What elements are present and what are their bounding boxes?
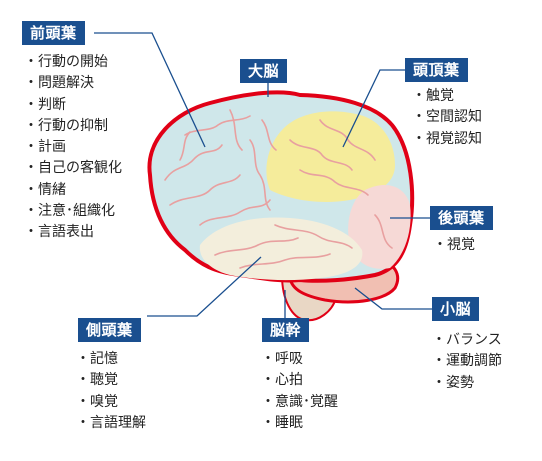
cerebellum-label: 小脳 — [432, 297, 480, 321]
cerebellum-list: バランス 運動調節 姿勢 — [432, 330, 502, 394]
list-item: 行動の開始 — [24, 52, 122, 73]
temporal-region — [199, 217, 363, 281]
occipital-region — [348, 185, 411, 269]
cerebrum-label: 大脳 — [240, 59, 288, 83]
list-item: 呼吸 — [261, 349, 338, 370]
list-item: 情緒 — [24, 180, 122, 201]
list-item: 嗅覚 — [76, 392, 146, 413]
brainstem-label: 脳幹 — [262, 318, 310, 342]
temporal-lobe-label: 側頭葉 — [78, 318, 141, 342]
list-item: 聴覚 — [76, 370, 146, 391]
list-item: 触覚 — [412, 86, 482, 107]
leader-lines — [94, 32, 432, 318]
parietal-lobe-label: 頭頂葉 — [405, 58, 468, 82]
parietal-region — [266, 111, 395, 202]
list-item: 視覚 — [433, 235, 475, 256]
list-item: 注意･組織化 — [24, 201, 122, 222]
list-item: 行動の抑制 — [24, 116, 122, 137]
list-item: 視覚認知 — [412, 129, 482, 150]
list-item: 自己の客観化 — [24, 158, 122, 179]
temporal-lobe-list: 記憶 聴覚 嗅覚 言語理解 — [76, 349, 146, 434]
list-item: 心拍 — [261, 370, 338, 391]
list-item: 言語理解 — [76, 413, 146, 434]
brainstem-list: 呼吸 心拍 意識･覚醒 睡眠 — [261, 349, 338, 434]
list-item: 判断 — [24, 95, 122, 116]
list-item: 姿勢 — [432, 373, 502, 394]
parietal-lobe-list: 触覚 空間認知 視覚認知 — [412, 86, 482, 150]
list-item: 空間認知 — [412, 107, 482, 128]
occipital-lobe-label: 後頭葉 — [430, 206, 493, 230]
list-item: 睡眠 — [261, 413, 338, 434]
list-item: 運動調節 — [432, 351, 502, 372]
list-item: 記憶 — [76, 349, 146, 370]
list-item: 言語表出 — [24, 222, 122, 243]
frontal-lobe-label: 前頭葉 — [22, 21, 85, 45]
list-item: 意識･覚醒 — [261, 392, 338, 413]
occipital-lobe-list: 視覚 — [433, 235, 475, 256]
list-item: 問題解決 — [24, 73, 122, 94]
frontal-lobe-list: 行動の開始 問題解決 判断 行動の抑制 計画 自己の客観化 情緒 注意･組織化 … — [24, 52, 122, 244]
list-item: 計画 — [24, 137, 122, 158]
list-item: バランス — [432, 330, 502, 351]
sulci-lines — [164, 109, 393, 269]
